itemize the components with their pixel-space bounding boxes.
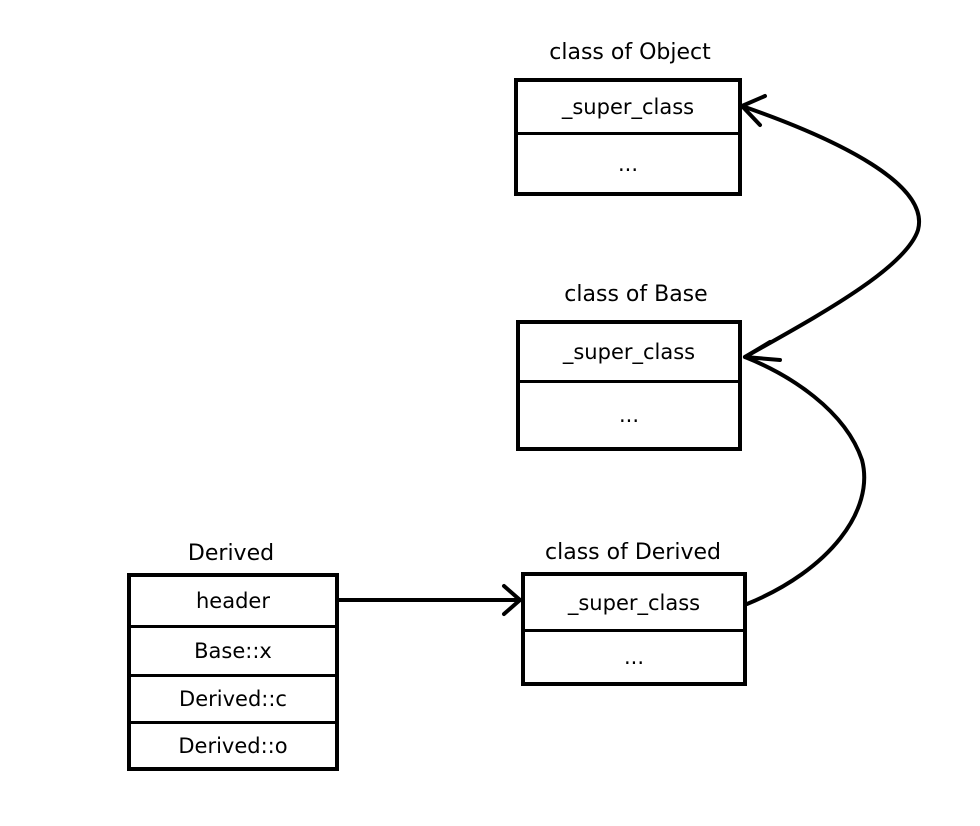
base-class-title: class of Base (564, 282, 708, 307)
base-to-object-arrowhead (740, 94, 767, 127)
object-class-title: class of Object (549, 40, 711, 65)
object-class-ellipsis-field: ... (617, 151, 639, 176)
instance-header-field: header (131, 577, 335, 628)
derived-class-box: _super_class ... (521, 572, 747, 686)
derived-class-super-class-field: _super_class (525, 576, 743, 632)
base-class-super-class-field: _super_class (520, 324, 738, 383)
instance-base-x-field: Base::x (131, 628, 335, 677)
object-class-box: _super_class ... (514, 78, 742, 196)
base-class-box: _super_class ... (516, 320, 742, 451)
base-class-ellipsis-field: ... (618, 403, 640, 427)
instance-derived-c-field: Derived::c (131, 677, 335, 724)
derived-to-base-arrow (743, 355, 867, 606)
header-arrowhead (502, 584, 522, 616)
derived-instance-title: Derived (187, 541, 275, 566)
object-class-super-class-field: _super_class (518, 82, 738, 135)
derived-instance-box: header Base::x Derived::c Derived::o (127, 573, 339, 771)
derived-class-title: class of Derived (545, 540, 721, 565)
base-to-object-arrow (740, 104, 922, 359)
derived-class-ellipsis-field: ... (623, 645, 645, 669)
instance-derived-o-field: Derived::o (178, 733, 288, 758)
derived-to-base-arrowhead (743, 340, 782, 362)
